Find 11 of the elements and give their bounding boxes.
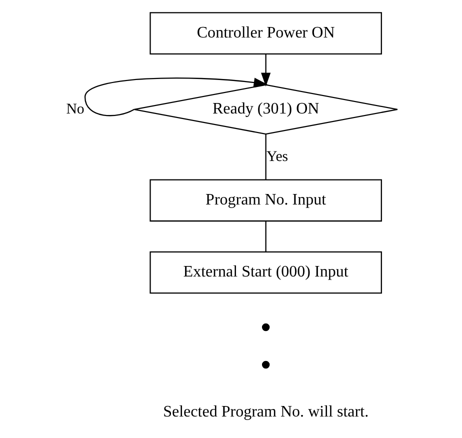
connector (264, 221, 266, 252)
node-box: Controller Power ON (149, 12, 382, 54)
connector (264, 134, 266, 180)
arrow (260, 54, 270, 86)
node-diamond: Ready (301) ON (133, 84, 398, 135)
node-box: External Start (000) Input (149, 251, 382, 294)
edge-label: No (66, 101, 84, 118)
label: Selected Program No. will start. (162, 403, 368, 420)
arrow (84, 78, 268, 116)
node-box: Program No. Input (149, 179, 382, 222)
edge-label: Yes (266, 148, 288, 165)
